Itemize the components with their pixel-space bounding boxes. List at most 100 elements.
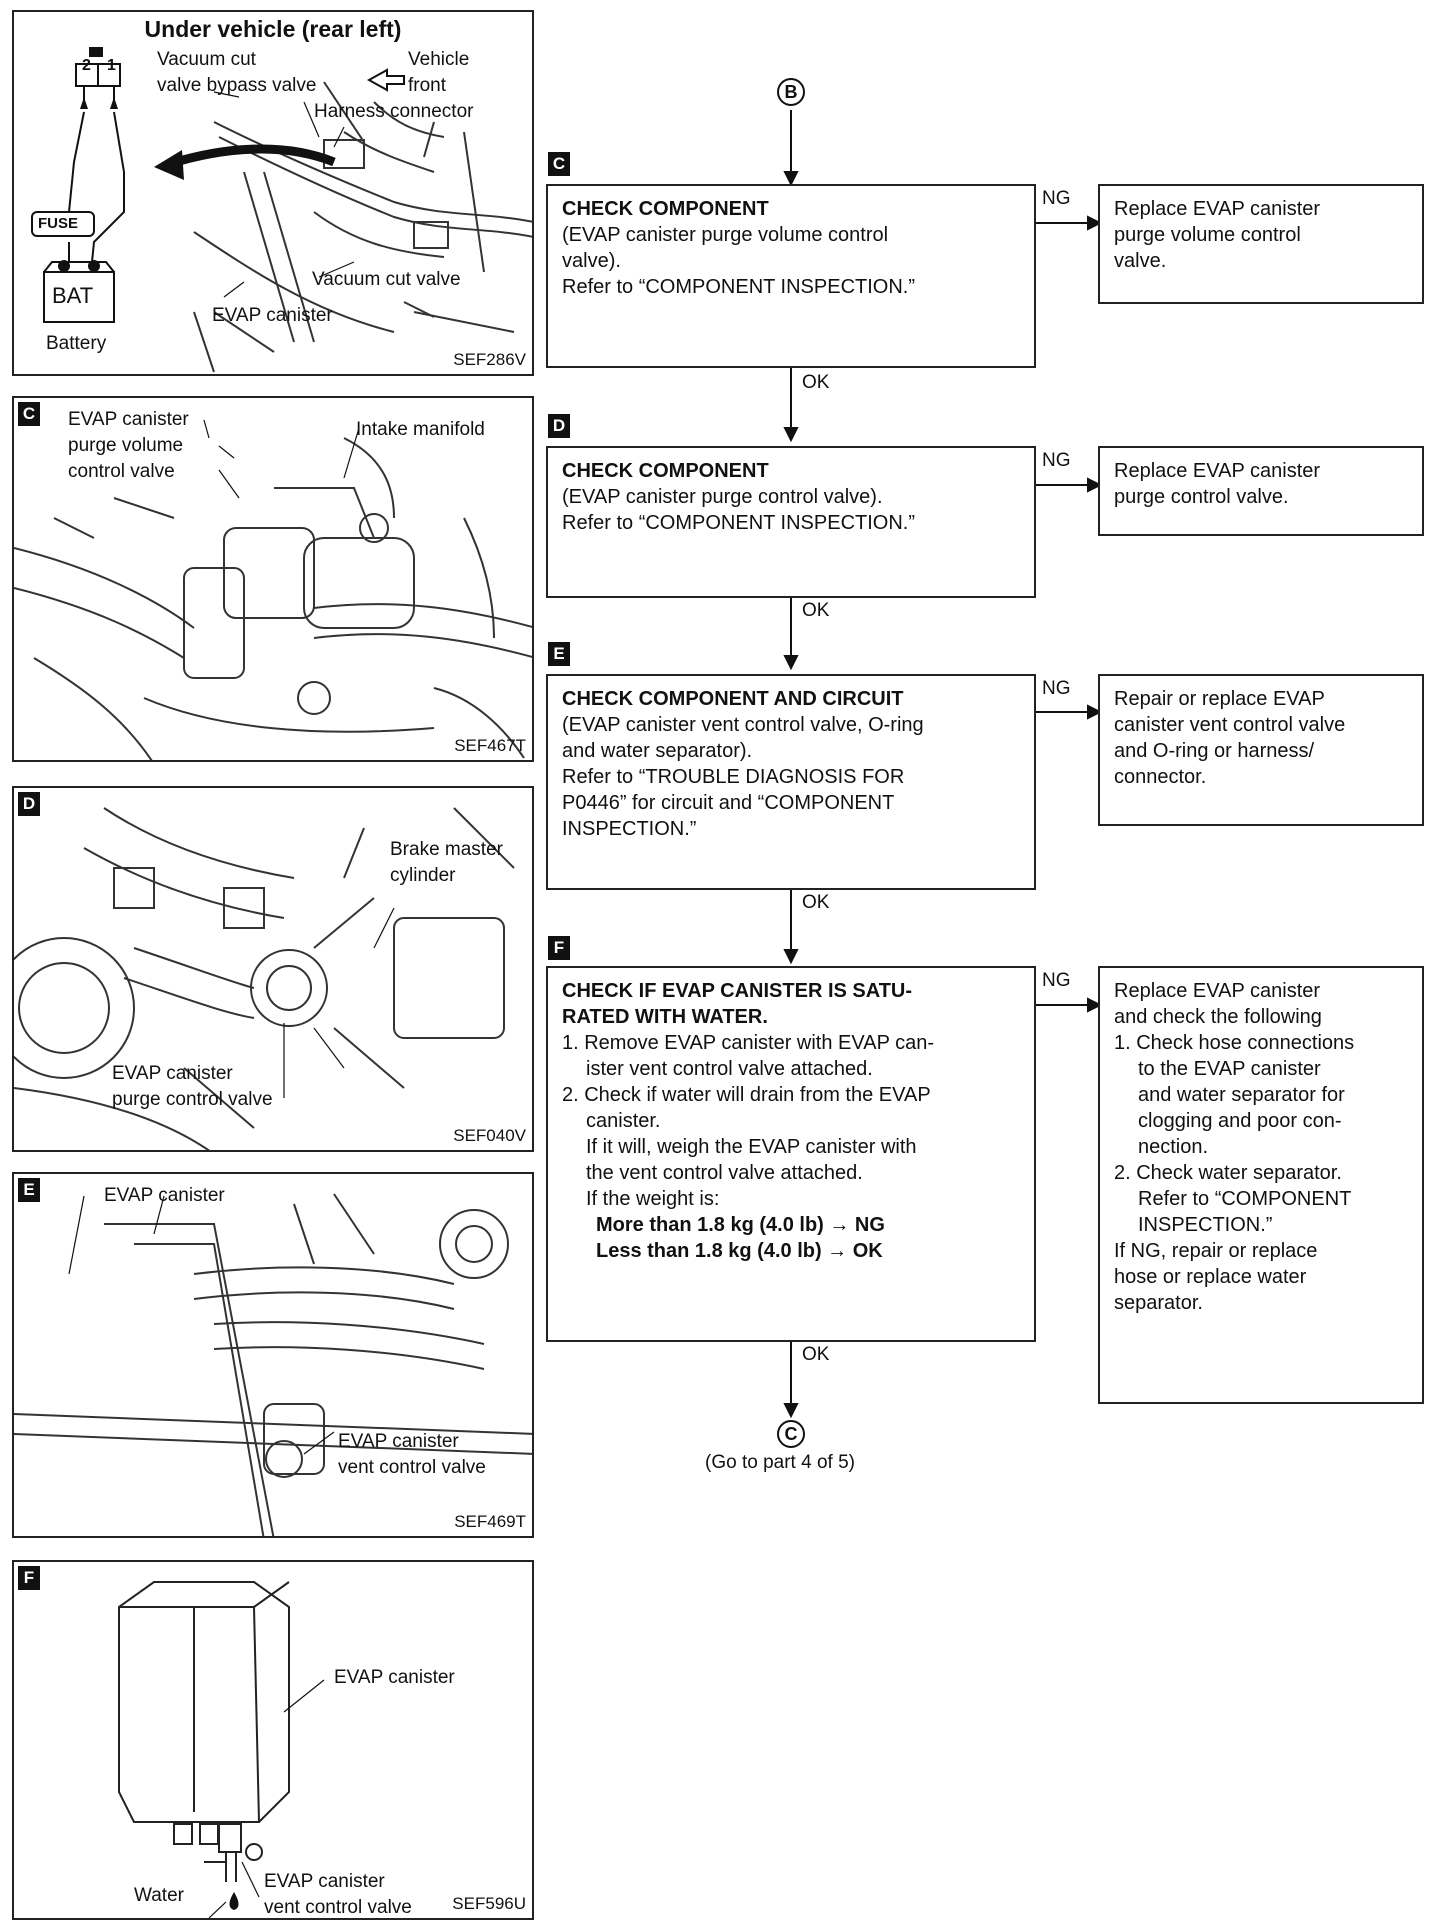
ng-action-line: purge control valve.	[1114, 486, 1289, 508]
panel-d: D Brake master cylinder EVAP canister pu…	[12, 786, 534, 1152]
label-harness-connector: Harness connector	[314, 101, 474, 122]
ng-action-item-2-cont: Refer to “COMPONENT	[1138, 1188, 1352, 1210]
ok-label: OK	[802, 372, 830, 393]
ng-action-line: Replace EVAP canister	[1114, 980, 1321, 1002]
label-bypass-valve: valve bypass valve	[157, 75, 317, 96]
step-tag-c: C	[18, 402, 40, 426]
ng-action-line: canister vent control valve	[1114, 714, 1346, 736]
step-tag-f: F	[548, 936, 570, 960]
step-line: Refer to “COMPONENT INSPECTION.”	[562, 276, 916, 298]
ng-action-box-d: Replace EVAP canister purge control valv…	[1098, 446, 1424, 536]
evap-canister-illustration	[118, 1581, 325, 1918]
label-water: Water	[134, 1885, 184, 1906]
figure-code: SEF596U	[452, 1894, 526, 1913]
ng-action-item-1-cont: nection.	[1138, 1136, 1209, 1158]
ng-action-item-1-cont: clogging and poor con-	[1138, 1110, 1342, 1132]
label-purge-volume: purge volume	[68, 435, 184, 456]
step-item-1: 1. Remove EVAP canister with EVAP can-	[562, 1032, 935, 1054]
label-purge-control-valve: purge control valve	[112, 1089, 273, 1110]
step-line: (EVAP canister purge volume control	[562, 224, 889, 246]
connector-b: B	[777, 78, 805, 106]
step-heading: CHECK COMPONENT	[562, 460, 769, 482]
result-ok: Less than 1.8 kg (4.0 lb) → OK	[596, 1240, 883, 1262]
label-evap-canister: EVAP canister	[68, 409, 189, 430]
continuation-note: (Go to part 4 of 5)	[705, 1452, 855, 1473]
step-tag-d: D	[548, 414, 570, 438]
label-brake-master: Brake master	[390, 839, 503, 860]
step-sub-line: the vent control valve attached.	[586, 1162, 863, 1184]
ng-action-item-1: 1. Check hose connections	[1114, 1032, 1355, 1054]
ng-action-line: separator.	[1114, 1292, 1203, 1314]
step-heading: CHECK IF EVAP CANISTER IS SATU-	[562, 980, 913, 1002]
step-line: valve).	[562, 250, 621, 272]
figure-code: SEF286V	[453, 350, 526, 369]
step-tag-f: F	[18, 1566, 40, 1590]
label-vacuum-cut-valve: Vacuum cut valve	[312, 269, 461, 290]
vent-control-valve-illustration	[14, 1193, 532, 1536]
panel-f: F EVAP canister EVAP canister vent contr…	[12, 1560, 534, 1920]
figure-code: SEF469T	[454, 1512, 526, 1531]
purge-volume-valve-illustration	[14, 419, 532, 760]
panel-under-vehicle: Under vehicle (rear left)	[12, 10, 534, 376]
ng-action-box-c: Replace EVAP canister purge volume contr…	[1098, 184, 1424, 304]
ng-action-line: and O-ring or harness/	[1114, 740, 1315, 762]
connector-pin-2: 2	[82, 57, 91, 74]
ok-label: OK	[802, 1344, 830, 1365]
connector-c: C	[777, 1420, 805, 1448]
label-intake-manifold: Intake manifold	[356, 419, 485, 440]
label-vent-control-valve: vent control valve	[338, 1457, 486, 1478]
ng-action-box-e: Repair or replace EVAP canister vent con…	[1098, 674, 1424, 826]
step-tag-e: E	[548, 642, 570, 666]
step-tag-d: D	[18, 792, 40, 816]
step-sub-line: If it will, weigh the EVAP canister with	[586, 1136, 917, 1158]
label-vent-control-valve: vent control valve	[264, 1897, 412, 1918]
ng-action-line: Replace EVAP canister	[1114, 460, 1321, 482]
ng-action-item-2-cont: INSPECTION.”	[1138, 1214, 1273, 1236]
step-tag-c: C	[548, 152, 570, 176]
step-line: Refer to “TROUBLE DIAGNOSIS FOR	[562, 766, 905, 788]
label-evap-canister-2: EVAP canister	[264, 1871, 385, 1892]
ng-label: NG	[1042, 188, 1071, 209]
label-bat: BAT	[52, 283, 94, 308]
panel-title: Under vehicle (rear left)	[144, 16, 402, 42]
step-item-1-cont: ister vent control valve attached.	[586, 1058, 873, 1080]
ng-action-line: If NG, repair or replace	[1114, 1240, 1318, 1262]
step-line: Refer to “COMPONENT INSPECTION.”	[562, 512, 916, 534]
label-battery: Battery	[46, 333, 107, 354]
step-box-e: CHECK COMPONENT AND CIRCUIT (EVAP canist…	[546, 674, 1036, 890]
step-line: (EVAP canister vent control valve, O-rin…	[562, 714, 924, 736]
ng-label: NG	[1042, 678, 1071, 699]
ng-label: NG	[1042, 450, 1071, 471]
under-vehicle-illustration	[31, 47, 532, 373]
step-item-2: 2. Check if water will drain from the EV…	[562, 1084, 931, 1106]
step-box-c: CHECK COMPONENT (EVAP canister purge vol…	[546, 184, 1036, 368]
ng-action-box-f: Replace EVAP canister and check the foll…	[1098, 966, 1424, 1404]
purge-control-valve-illustration	[14, 807, 515, 1150]
figure-code: SEF040V	[453, 1126, 526, 1145]
label-control-valve: control valve	[68, 461, 175, 482]
step-line: P0446” for circuit and “COMPONENT	[562, 792, 895, 814]
panel-c: C EVAP canister purge volume control val…	[12, 396, 534, 762]
step-heading: CHECK COMPONENT	[562, 198, 769, 220]
ng-action-line: Replace EVAP canister	[1114, 198, 1321, 220]
label-fuse: FUSE	[38, 215, 79, 232]
step-tag-e: E	[18, 1178, 40, 1202]
label-evap-canister: EVAP canister	[212, 305, 333, 326]
step-sub-line: If the weight is:	[586, 1188, 720, 1210]
step-line: (EVAP canister purge control valve).	[562, 486, 883, 508]
ng-action-line: valve.	[1114, 250, 1167, 272]
ng-action-line: and check the following	[1114, 1006, 1322, 1028]
label-front: front	[408, 75, 447, 96]
step-line: INSPECTION.”	[562, 818, 697, 840]
figure-code: SEF467T	[454, 736, 526, 755]
label-evap-canister: EVAP canister	[112, 1063, 233, 1084]
step-box-f: CHECK IF EVAP CANISTER IS SATU- RATED WI…	[546, 966, 1036, 1342]
label-vacuum-cut: Vacuum cut	[157, 49, 256, 70]
result-ng: More than 1.8 kg (4.0 lb) → NG	[596, 1214, 885, 1236]
step-item-2-cont: canister.	[586, 1110, 661, 1132]
ng-action-item-1-cont: to the EVAP canister	[1138, 1058, 1321, 1080]
step-box-d: CHECK COMPONENT (EVAP canister purge con…	[546, 446, 1036, 598]
label-evap-canister: EVAP canister	[334, 1667, 455, 1688]
panel-e: E EVAP canister EVAP canister vent contr…	[12, 1172, 534, 1538]
